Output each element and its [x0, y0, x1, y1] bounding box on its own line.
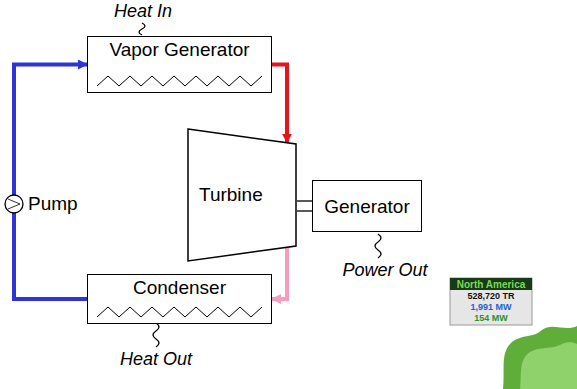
vapor-generator-box: Vapor Generator — [87, 36, 272, 93]
region-label: North America — [450, 279, 532, 290]
liquid-line — [14, 65, 87, 196]
liquid-line — [14, 65, 87, 196]
pump-circle — [5, 195, 23, 213]
liquid-line — [14, 213, 87, 299]
inset-header — [450, 278, 532, 290]
heat-in-squiggle — [139, 23, 145, 35]
power-out-squiggle — [375, 234, 381, 258]
shaft-line — [297, 200, 312, 201]
inset-panel — [450, 278, 532, 325]
condenser-box: Condenser — [87, 274, 272, 324]
exhaust-line — [272, 247, 287, 299]
generator-box: Generator — [312, 180, 422, 232]
power-value: 1,991 MW — [450, 302, 532, 313]
vapor-line — [272, 65, 287, 143]
heat-out-squiggle — [153, 323, 159, 347]
tonnage-value: 528,720 TR — [450, 291, 532, 302]
heat-label: Heat In — [98, 1, 188, 22]
pump-symbol: Pump — [2, 192, 92, 216]
turbine-shape: Turbine — [187, 128, 297, 262]
node-label: Vapor Generator — [88, 37, 271, 61]
turbine-outline — [188, 129, 296, 261]
map-blob — [503, 326, 577, 389]
power-value: 154 MW — [450, 313, 532, 324]
pump-impeller — [8, 199, 20, 209]
shaft-line — [297, 210, 312, 211]
coil-zigzag — [97, 307, 262, 317]
power-label: Power Out — [335, 260, 435, 281]
coil-zigzag — [97, 76, 262, 86]
heat-label: Heat Out — [108, 349, 204, 370]
exhaust-line — [272, 247, 287, 299]
node-label: Pump — [28, 193, 78, 215]
node-label: Condenser — [88, 275, 271, 299]
pump-circle — [2, 192, 26, 216]
vapor-line — [272, 65, 287, 143]
liquid-line — [14, 213, 87, 299]
node-label: Turbine — [199, 184, 263, 206]
heat-exchanger-coil — [97, 305, 262, 319]
node-label: Generator — [313, 194, 421, 218]
heat-exchanger-coil — [97, 74, 262, 88]
map-blob-light — [520, 342, 577, 389]
shaft-line — [297, 201, 312, 211]
